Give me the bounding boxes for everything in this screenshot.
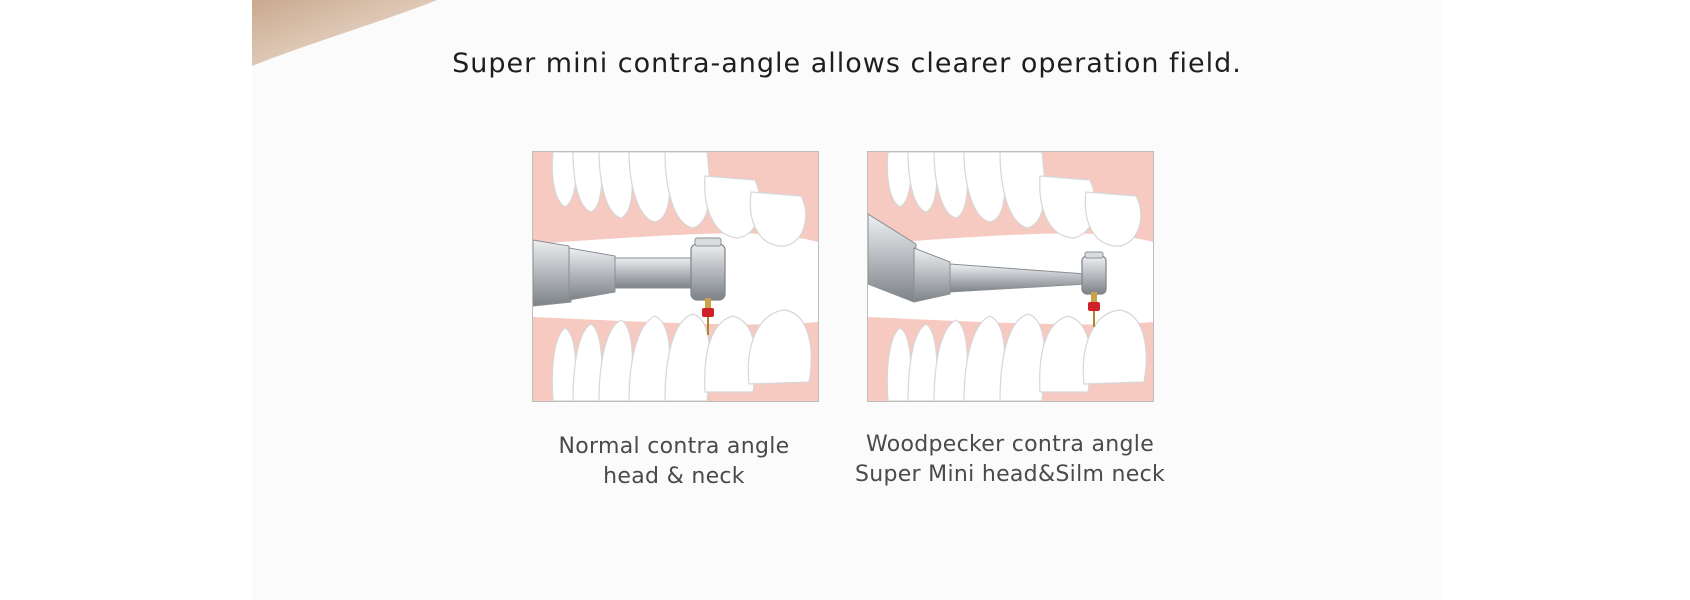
content-panel: Super mini contra-angle allows clearer o…: [252, 0, 1442, 600]
caption-woodpecker-line2: Super Mini head&Silm neck: [854, 462, 1166, 487]
caption-normal-line1: Normal contra angle: [558, 434, 790, 459]
caption-normal-line2: head & neck: [603, 464, 745, 489]
file-handle-icon: [1088, 302, 1100, 311]
upper-teeth: [886, 152, 1142, 247]
file-handle-icon: [702, 308, 714, 317]
figure-normal-contra-angle: [532, 151, 819, 402]
lower-teeth: [886, 309, 1147, 401]
contra-angle-handpiece-super-mini: [868, 213, 1107, 327]
upper-teeth: [551, 152, 807, 247]
corner-swoosh-decoration: [252, 0, 437, 66]
caption-normal: Normal contra angle head & neck: [494, 432, 854, 492]
caption-woodpecker-line1: Woodpecker contra angle: [865, 432, 1155, 457]
figure-woodpecker-contra-angle: [867, 151, 1154, 402]
lower-teeth: [551, 309, 812, 401]
caption-woodpecker: Woodpecker contra angle Super Mini head&…: [830, 430, 1190, 490]
dental-illustration-woodpecker: [868, 152, 1153, 401]
dental-illustration-normal: [533, 152, 818, 401]
contra-angle-handpiece-normal: [533, 237, 726, 335]
headline: Super mini contra-angle allows clearer o…: [452, 48, 1242, 79]
